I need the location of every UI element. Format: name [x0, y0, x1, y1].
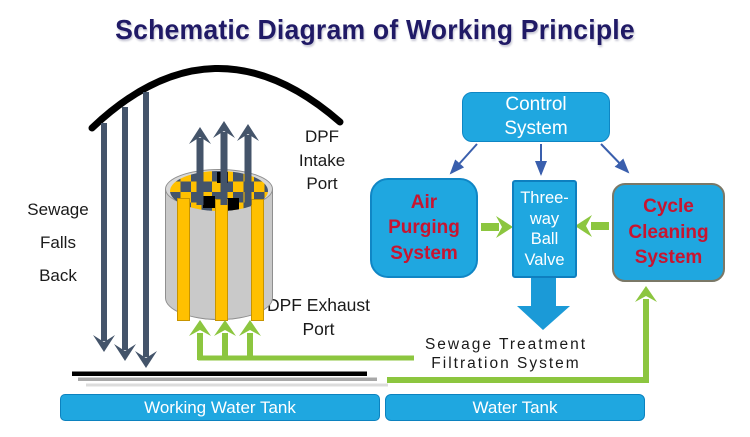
air-purging-system-box: Air Purging System: [370, 178, 478, 278]
dpf-intake-arrow-head: [237, 124, 259, 141]
three-way-ball-valve-box: Three- way Ball Valve: [512, 180, 577, 278]
sewage-label-line: Sewage: [27, 200, 89, 219]
air-box-line: Air: [410, 191, 438, 213]
dpf-intake-arrow-head: [213, 121, 235, 138]
sewage-fall-arrow-shaft: [101, 123, 107, 341]
dpf-channel-bar: [251, 199, 264, 321]
dpf-exhaust-label-line: Port: [302, 319, 335, 339]
cycle-box-line: Cycle: [643, 196, 694, 218]
control-box-line: Control: [505, 94, 567, 115]
dpf-intake-arrows: [189, 121, 259, 205]
control-system-box: Control System: [462, 92, 610, 142]
dpf-intake-arrow-head: [189, 127, 211, 144]
exhaust-arrow-shaft: [222, 333, 228, 360]
valve-box-line: Three-: [520, 189, 569, 207]
cycle-box-line: Cleaning: [628, 221, 709, 243]
dpf-channel-bar: [177, 198, 190, 321]
sewage-fall-arrow-shaft: [143, 92, 149, 357]
soot-cell: [226, 198, 239, 211]
cycle-to-valve-arrow-head: [575, 215, 592, 237]
water-tank-label: Water Tank: [472, 397, 558, 417]
air-box-line: Purging: [388, 217, 460, 239]
platform-line-light: [86, 383, 388, 387]
sewage-fall-arrows: [93, 92, 157, 368]
exhaust-arrow-shaft: [247, 333, 253, 360]
dpf-intake-label-line: DPF: [305, 127, 339, 146]
sewage-fall-arrow-head: [93, 335, 115, 352]
valve-box-line: way: [529, 209, 560, 228]
sewage-fall-arrow-head: [114, 344, 136, 361]
sewage-label-line: Back: [39, 266, 77, 285]
working-water-tank-label: Working Water Tank: [144, 397, 296, 417]
page-title: Schematic Diagram of Working Principle: [115, 14, 635, 45]
sewage-falls-back-label: Sewage Falls Back: [18, 193, 98, 292]
platform-line-gray: [78, 377, 377, 381]
exhaust-arrow-head: [214, 320, 236, 336]
control-box-line: System: [504, 118, 568, 139]
green-flow-graphics: [189, 215, 657, 383]
working-water-tank-bar: Working Water Tank: [60, 394, 380, 421]
dpf-intake-port-label: DPF Intake Port: [283, 125, 361, 196]
valve-to-filtration-arrow: [517, 277, 570, 330]
cycle-cleaning-system-box: Cycle Cleaning System: [612, 183, 725, 282]
sewage-fall-arrow-shaft: [122, 107, 128, 350]
cycle-box-line: System: [634, 247, 703, 269]
air-box-line: System: [390, 242, 458, 264]
platform-line-black: [72, 371, 367, 376]
exhaust-arrow-shaft: [197, 333, 203, 360]
water-return-arrow-head: [635, 286, 657, 302]
control-to-cycle-connector: [600, 143, 630, 174]
exhaust-arrow-head: [189, 320, 211, 336]
water-return-line: [387, 299, 649, 383]
dpf-intake-arrow-shaft: [244, 135, 252, 205]
valve-box-line: Valve: [524, 250, 565, 269]
soot-cell: [203, 196, 215, 208]
water-tank-bar: Water Tank: [385, 394, 645, 421]
sewage-treatment-filtration-label: Sewage Treatment Filtration System: [398, 336, 614, 373]
dpf-exhaust-label-line: DPF Exhaust: [266, 295, 371, 315]
sewage-fall-arrow-head: [135, 351, 157, 368]
dpf-intake-arrow-shaft: [196, 138, 204, 205]
dpf-intake-label-line: Port: [306, 174, 338, 193]
dpf-intake-arrow-shaft: [220, 132, 228, 205]
splash-arc: [88, 65, 344, 132]
sewage-label-line: Falls: [40, 233, 76, 252]
valve-box-line: Ball: [530, 230, 559, 248]
air-to-valve-arrow-head: [496, 216, 513, 238]
control-connectors: [449, 143, 630, 176]
filtration-label-line: Sewage Treatment: [424, 336, 588, 353]
control-to-air-connector: [449, 143, 478, 175]
exhaust-arrow-head: [239, 320, 261, 336]
dpf-intake-label-line: Intake: [298, 150, 346, 170]
dpf-exhaust-port-label: DPF Exhaust Port: [256, 293, 381, 341]
filtration-label-line: Filtration System: [431, 354, 581, 372]
